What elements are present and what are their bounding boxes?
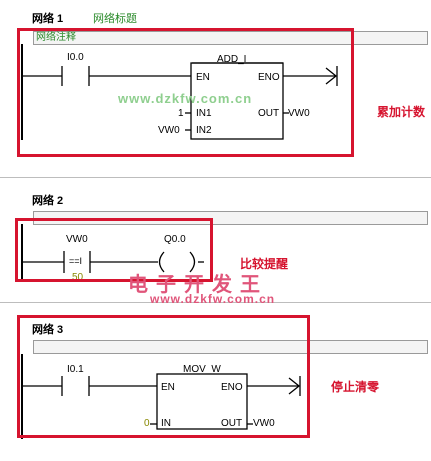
network-1-title[interactable]: 网络 1 [32, 13, 64, 25]
network-3-power-rail [21, 354, 23, 439]
network-1-box-eno: ENO [258, 72, 280, 83]
network-2-compare-value[interactable]: 50 [72, 272, 84, 283]
network-2-annotation: 比较提醒 [240, 257, 289, 271]
network-3-contact[interactable] [22, 376, 90, 396]
network-1-box-name: ADD_I [217, 54, 247, 65]
network-1-highlight-box [17, 28, 354, 157]
network-1-box-en: EN [196, 72, 210, 83]
network-1-out-value[interactable]: VW0 [288, 108, 310, 119]
network-3-comment-bar[interactable] [33, 340, 428, 354]
network-2-highlight-box [15, 218, 213, 282]
network-1-box-in1: IN1 [196, 108, 212, 119]
network-2-contact-label: VW0 [66, 234, 88, 245]
watermark-brand: 电子开发王 [128, 274, 268, 296]
network-3-arrow-icon [288, 377, 301, 395]
network-3-mov-box[interactable] [156, 373, 248, 430]
network-2-power-rail [21, 224, 23, 280]
network-2-compare-contact[interactable] [22, 251, 91, 273]
network-3-box-in: IN [161, 418, 171, 429]
network-1-contact[interactable] [22, 66, 90, 86]
network-1-comment: 网络注释 [36, 32, 76, 43]
network-3-box-out: OUT [221, 418, 243, 429]
network-1-box-out: OUT [258, 108, 280, 119]
network-1-annotation: 累加计数 [377, 105, 426, 119]
network-3-contact-label: I0.1 [67, 364, 84, 375]
network-3-box-eno: ENO [221, 382, 243, 393]
network-1-power-rail [21, 44, 23, 140]
network-1-in1-value[interactable]: 1 [178, 108, 184, 119]
network-3-annotation: 停止清零 [331, 380, 380, 394]
network-3-out-value[interactable]: VW0 [253, 418, 275, 429]
network-3-title[interactable]: 网络 3 [32, 324, 64, 336]
watermark-url-1: www.dzkfw.com.cn [118, 91, 253, 106]
network-1-arrow-icon [325, 67, 338, 85]
network-separator-1 [0, 177, 431, 178]
network-3-box-name: MOV_W [183, 364, 221, 375]
network-1-contact-label: I0.0 [67, 52, 84, 63]
network-1-comment-bar[interactable]: 网络注释 [33, 31, 428, 45]
network-1-subtitle[interactable]: 网络标题 [93, 13, 137, 25]
watermark-url-2: www.dzkfw.com.cn [150, 292, 276, 306]
network-1-in2-value[interactable]: VW0 [158, 125, 180, 136]
network-2-coil-label: Q0.0 [164, 234, 186, 245]
network-3-box-en: EN [161, 382, 175, 393]
network-2-compare-operator: ==I [69, 256, 83, 266]
network-2-coil[interactable] [158, 251, 196, 273]
network-1-box-in2: IN2 [196, 125, 212, 136]
network-3-in-value[interactable]: 0 [144, 418, 150, 429]
network-separator-2 [0, 302, 431, 303]
network-3-highlight-box [17, 315, 310, 438]
network-2-title[interactable]: 网络 2 [32, 195, 64, 207]
